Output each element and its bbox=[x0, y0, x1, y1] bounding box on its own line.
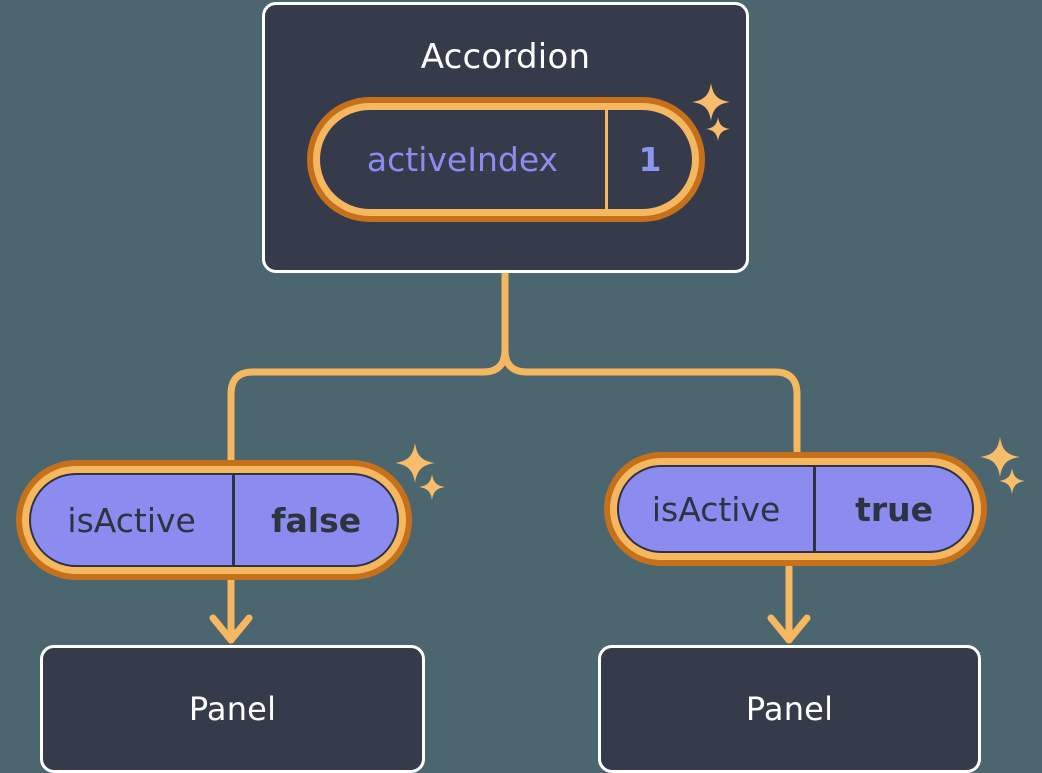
state-value: 1 bbox=[605, 110, 692, 209]
sparkle-icon bbox=[395, 443, 435, 483]
pill-face: isActive false bbox=[29, 473, 399, 567]
connector-branch-right bbox=[501, 346, 801, 459]
pill-inner-ring: isActive true bbox=[610, 458, 981, 560]
state-pill-is-active-left[interactable]: isActive false bbox=[16, 460, 412, 580]
component-node-panel-right[interactable]: Panel bbox=[598, 645, 981, 773]
pill-face: activeIndex 1 bbox=[320, 110, 692, 209]
state-value: false bbox=[232, 475, 397, 565]
component-title-accordion: Accordion bbox=[420, 37, 591, 77]
state-pill-active-index[interactable]: activeIndex 1 bbox=[307, 97, 705, 222]
state-pill-is-active-right[interactable]: isActive true bbox=[604, 452, 987, 566]
sparkle-small-icon bbox=[999, 468, 1025, 494]
pill-outer-ring: isActive false bbox=[16, 460, 412, 580]
arrow-down-icon-right bbox=[767, 614, 811, 644]
pill-inner-ring: activeIndex 1 bbox=[313, 103, 699, 216]
connector-branch-left bbox=[227, 346, 509, 466]
sparkle-icon bbox=[980, 437, 1020, 477]
sparkle-small-icon bbox=[419, 474, 445, 500]
state-value: true bbox=[813, 467, 972, 551]
component-node-panel-left[interactable]: Panel bbox=[40, 645, 425, 773]
pill-face: isActive true bbox=[617, 465, 974, 553]
pill-outer-ring: activeIndex 1 bbox=[307, 97, 705, 222]
state-key: isActive bbox=[651, 489, 781, 529]
state-key: activeIndex bbox=[366, 140, 559, 179]
state-key: isActive bbox=[67, 500, 196, 540]
arrow-down-icon-left bbox=[209, 614, 253, 644]
pill-outer-ring: isActive true bbox=[604, 452, 987, 566]
pill-inner-ring: isActive false bbox=[22, 466, 406, 574]
component-title-panel-right: Panel bbox=[745, 690, 834, 728]
component-title-panel-left: Panel bbox=[188, 690, 277, 728]
